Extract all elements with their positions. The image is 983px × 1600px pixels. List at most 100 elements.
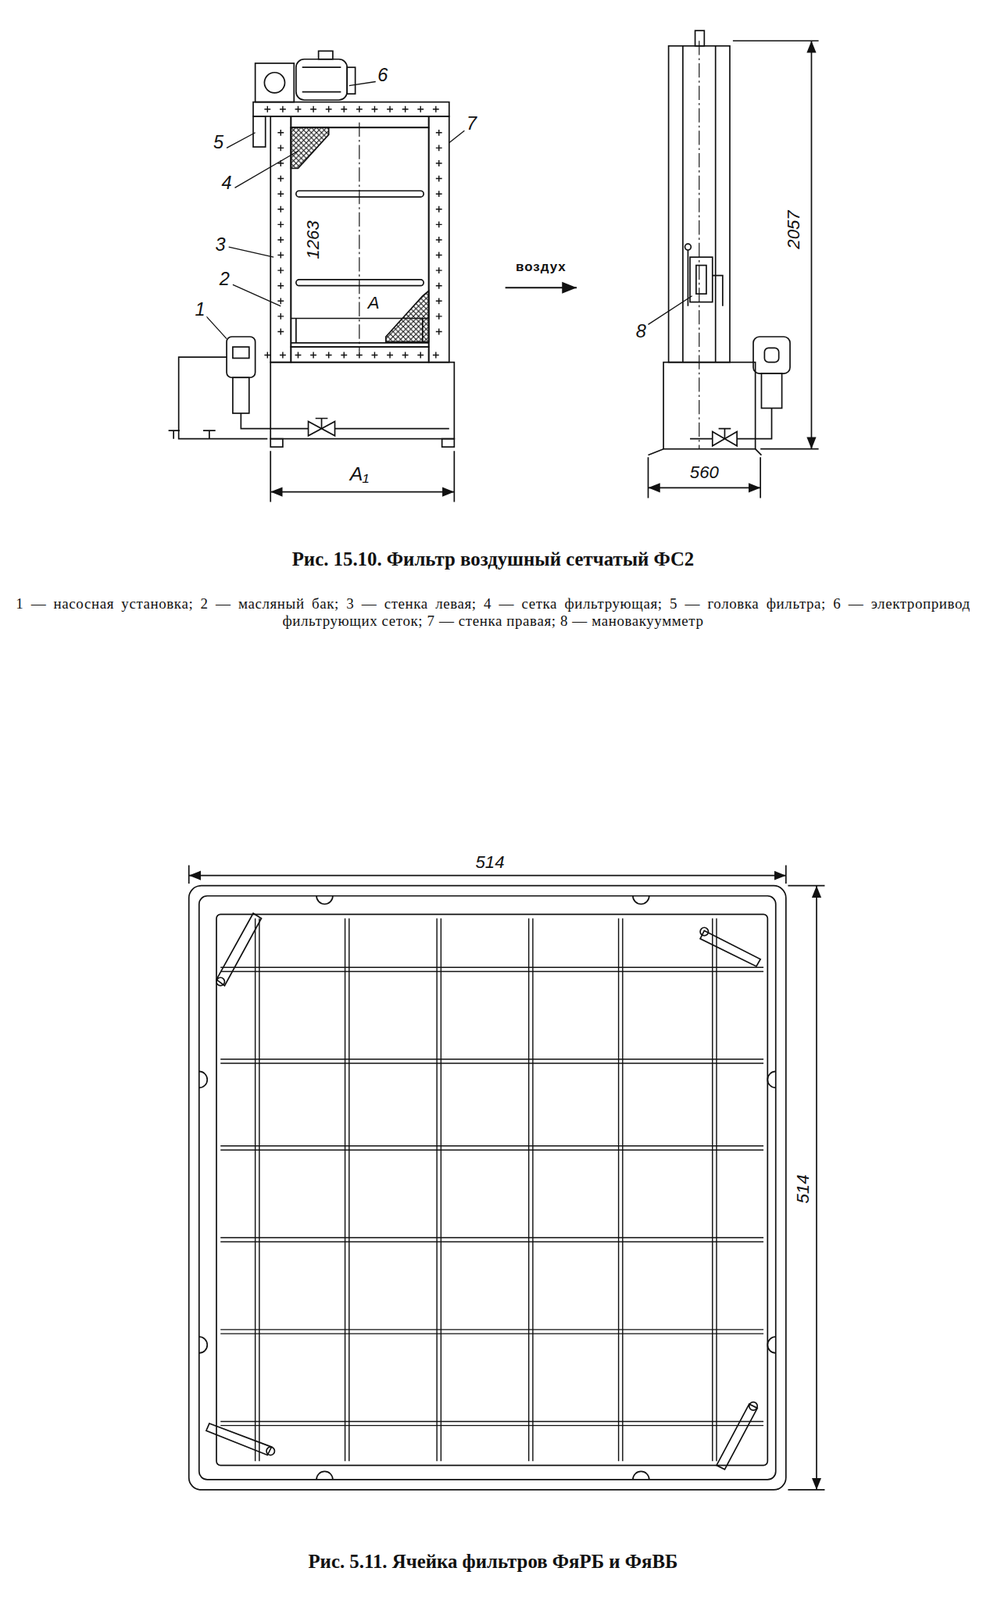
filter-front-view-part-part — [436, 190, 443, 197]
filter-front-view-part — [270, 362, 454, 440]
filter-front-view-part-part — [310, 352, 317, 359]
filter-front-view-part-part — [417, 352, 424, 359]
filter-front-view-part — [290, 346, 429, 363]
callout-number: 5 — [211, 132, 226, 154]
filter-cell-part — [787, 886, 825, 1491]
air-arrow — [505, 286, 577, 289]
filter-front-view-part-part — [277, 175, 284, 183]
filter-front-view-part — [264, 72, 285, 93]
filter-front-view-part-part — [277, 129, 284, 136]
filter-front-view-part — [318, 50, 333, 59]
filter-side-view-part — [696, 265, 707, 295]
filter-front-view-part-part — [277, 160, 284, 167]
filter-front-view-part-part — [436, 175, 443, 183]
filter-front-view-part-part — [325, 106, 333, 113]
filter-front-view-part-part — [277, 206, 284, 213]
filter-cell-part — [199, 896, 776, 1480]
filter-cell-part — [316, 896, 650, 1480]
filter-front-view-part — [315, 418, 329, 429]
filter-front-view-part-part — [436, 328, 443, 336]
filter-front-view-part — [253, 116, 266, 147]
filter-front-view-part-part — [436, 221, 443, 228]
filter-cell-part-part — [220, 1237, 764, 1242]
filter-side-view-part — [687, 250, 723, 307]
filter-front-view-part — [232, 377, 250, 414]
filter-side-view-part — [689, 257, 713, 302]
dimension-value: 560 — [688, 462, 721, 483]
filter-cell-part — [700, 927, 708, 936]
filter-front-view-part — [290, 318, 429, 344]
filter-front-view-part-part — [277, 297, 284, 304]
filter-front-view-part-part — [277, 221, 284, 228]
filter-front-view-part-part — [436, 252, 443, 259]
filter-cell-part-part — [436, 918, 441, 1462]
dimension-value: A₁ — [348, 463, 371, 487]
filter-front-view-part-part — [277, 190, 284, 197]
filter-side-view-part — [647, 457, 761, 498]
filter-side-view-part — [761, 373, 782, 408]
filter-front-view-part — [290, 116, 429, 128]
filter-front-view-part — [264, 106, 442, 359]
flow-label: воздух — [515, 259, 567, 276]
filter-cell-part — [700, 930, 761, 967]
filter-side-view-part — [647, 449, 762, 456]
filter-front-view-part — [270, 491, 454, 494]
filter-front-view-part-part — [264, 352, 271, 359]
filter-front-view-part-part — [436, 313, 443, 320]
filter-front-view-part-part — [277, 282, 284, 290]
filter-front-view-part-part — [277, 328, 284, 336]
callout-number: 8 — [634, 321, 648, 343]
filter-front-view-part — [358, 122, 360, 353]
filter-front-view-part-part — [436, 297, 443, 304]
figure-legend: 1 — насосная установка; 2 — масляный бак… — [15, 595, 970, 630]
filter-cell-part — [216, 977, 225, 986]
filter-cell-part — [749, 1402, 758, 1411]
filter-front-view-part-part — [279, 352, 286, 359]
filter-front-view-part — [442, 439, 455, 447]
filter-side-view-part — [764, 347, 779, 362]
filter-cell-part-part — [220, 1421, 764, 1426]
callout-number: 1 — [193, 300, 207, 322]
filter-front-view-part-part — [310, 106, 317, 113]
filter-cell-part-part — [220, 1059, 764, 1064]
filter-front-view-part — [253, 102, 450, 117]
filter-front-view-part — [168, 430, 216, 439]
filter-front-view-part — [226, 336, 256, 378]
filter-front-view-part-part — [436, 282, 443, 290]
filter-cell-part-part — [220, 1146, 764, 1151]
dimension-value: 514 — [793, 1172, 814, 1205]
filter-cell-part-part — [345, 918, 350, 1462]
filter-front-view-part — [296, 59, 347, 101]
filter-front-view-part — [296, 318, 423, 344]
filter-front-view-part — [270, 439, 283, 447]
air-arrow-part — [505, 286, 577, 289]
filter-cell-part — [216, 914, 768, 1466]
figure-caption: Рис. 15.10. Фильтр воздушный сетчатый ФС… — [292, 548, 695, 572]
filter-front-view-part-part — [277, 144, 284, 151]
filter-front-view-part — [240, 413, 449, 429]
filter-cell-part — [189, 886, 787, 1491]
filter-front-view-part-part — [356, 352, 363, 359]
callout-number: 4 — [219, 173, 233, 195]
dimension-value: 2057 — [784, 208, 805, 251]
filter-front-view-part — [270, 450, 454, 502]
dimension-value: 514 — [474, 852, 507, 873]
callout-number: 6 — [375, 64, 390, 86]
filter-front-view-part-part — [295, 352, 302, 359]
filter-side-view-part — [685, 243, 692, 251]
callout-number: 3 — [214, 234, 228, 256]
filter-cell-part — [716, 1404, 758, 1470]
filter-cell-part-part — [220, 1329, 764, 1334]
filter-front-view-part — [346, 67, 355, 94]
filter-front-view-part — [232, 346, 250, 358]
filter-front-view-part-part — [277, 267, 284, 274]
filter-side-view-part — [718, 428, 732, 440]
filter-front-view-part-part — [436, 236, 443, 244]
filter-front-view-part-part — [386, 352, 394, 359]
filter-front-view-part — [270, 116, 291, 363]
dimension-value: 1263 — [303, 218, 324, 261]
filter-cell-part-part — [529, 918, 533, 1462]
